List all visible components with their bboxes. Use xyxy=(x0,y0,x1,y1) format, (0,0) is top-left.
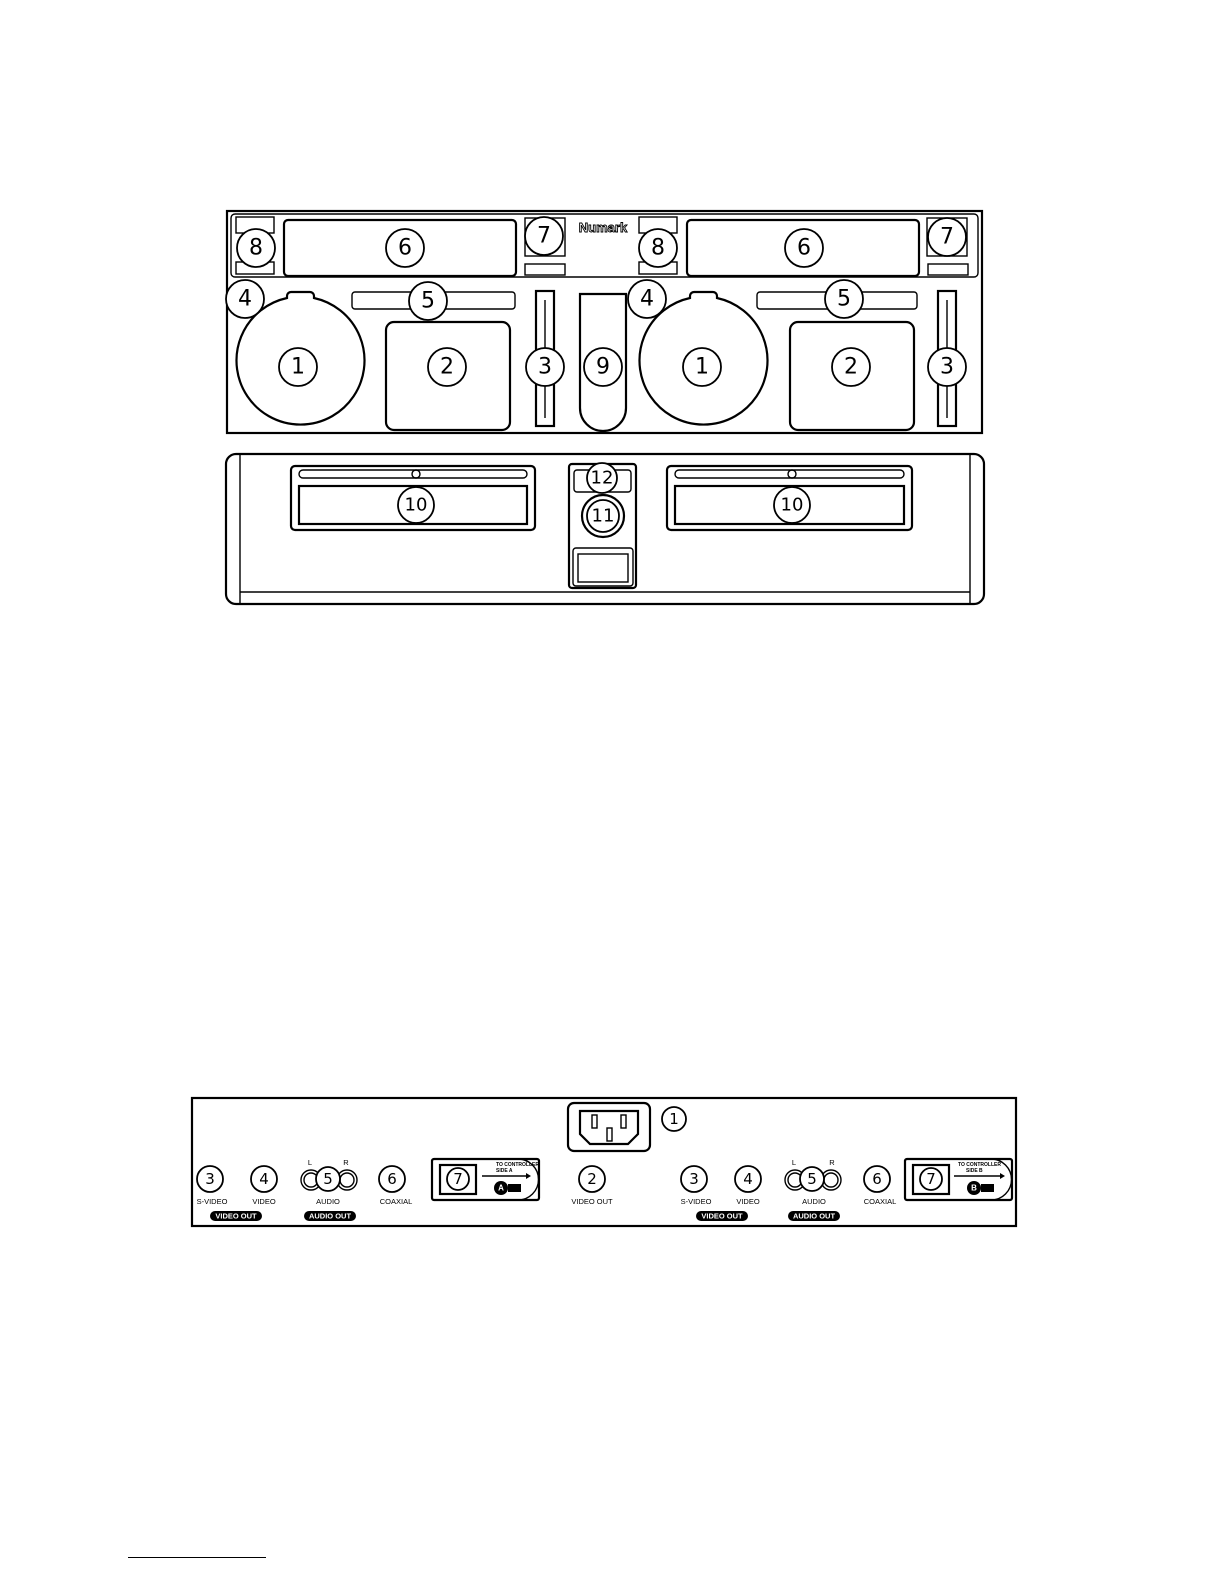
svg-text:5: 5 xyxy=(807,1170,817,1188)
callout-8-left: 8 xyxy=(237,229,275,267)
svg-text:8: 8 xyxy=(249,236,263,261)
label-coaxial-right: COAXIAL xyxy=(864,1197,897,1206)
callout-8-right: 8 xyxy=(639,229,677,267)
brand-logo: Numark xyxy=(579,220,628,235)
callout-4-right: 4 xyxy=(628,280,666,318)
callout-2-left: 2 xyxy=(428,348,466,386)
callout-12: 12 xyxy=(587,463,617,493)
svg-text:3: 3 xyxy=(538,355,552,380)
callout-9: 9 xyxy=(584,348,622,386)
rear-callout-7-left: 7 xyxy=(447,1168,469,1190)
callout-3-right: 3 xyxy=(928,348,966,386)
label-video-left: VIDEO xyxy=(252,1197,276,1206)
label-audio-left: AUDIO xyxy=(316,1197,340,1206)
svg-text:6: 6 xyxy=(398,236,412,261)
svg-text:2: 2 xyxy=(440,355,454,380)
label-s-video-right: S-VIDEO xyxy=(681,1197,712,1206)
svg-text:5: 5 xyxy=(323,1170,333,1188)
svg-text:VIDEO OUT: VIDEO OUT xyxy=(215,1212,257,1221)
svg-text:10: 10 xyxy=(405,495,428,516)
rear-panel: 1 3 S-VIDEO VIDEO4 VIDEO L R 5 AUDIO 6 C… xyxy=(192,1098,1016,1226)
svg-text:3: 3 xyxy=(940,355,954,380)
rear-callout-2: 2 xyxy=(579,1166,605,1192)
callout-6-right: 6 xyxy=(785,229,823,267)
callout-6-left: 6 xyxy=(386,229,424,267)
pill-audio-out-left: AUDIO OUT xyxy=(304,1211,356,1221)
label-l-right: L xyxy=(792,1158,796,1167)
callout-7-left: 7 xyxy=(525,217,563,255)
transport-unit: 10 10 12 11 xyxy=(226,454,984,604)
rear-callout-6-right: 6 xyxy=(864,1166,890,1192)
label-audio-right: AUDIO xyxy=(802,1197,826,1206)
label-l-left: L xyxy=(308,1158,312,1167)
svg-text:10: 10 xyxy=(781,495,804,516)
svg-text:8: 8 xyxy=(651,236,665,261)
svg-text:4: 4 xyxy=(259,1170,269,1188)
svg-text:2: 2 xyxy=(587,1170,597,1188)
label-video-right: VIDEO xyxy=(736,1197,760,1206)
pill-audio-out-right: AUDIO OUT xyxy=(788,1211,840,1221)
callout-10-right: 10 xyxy=(774,487,810,523)
svg-text:A: A xyxy=(498,1184,504,1193)
svg-text:7: 7 xyxy=(940,225,954,250)
svg-text:VIDEO OUT: VIDEO OUT xyxy=(701,1212,743,1221)
callout-4-left: 4 xyxy=(226,280,264,318)
callout-1-right: 1 xyxy=(683,348,721,386)
label-s-video-left: S-VIDEO xyxy=(197,1197,228,1206)
controller-a-text-2: SIDE A xyxy=(496,1168,513,1174)
footnote-rule xyxy=(128,1557,266,1558)
svg-text:7: 7 xyxy=(926,1170,936,1188)
pill-video-out-right: VIDEO OUT xyxy=(696,1211,748,1221)
svg-text:2: 2 xyxy=(844,355,858,380)
svg-text:1: 1 xyxy=(695,355,709,380)
rear-callout-5-right: 5 xyxy=(800,1167,824,1191)
rear-callout-7-right: 7 xyxy=(920,1168,942,1190)
callout-5-left: 5 xyxy=(409,282,447,320)
svg-text:6: 6 xyxy=(797,236,811,261)
callout-3-left: 3 xyxy=(526,348,564,386)
rear-callout-3-left: 3 xyxy=(197,1166,223,1192)
svg-text:7: 7 xyxy=(453,1170,463,1188)
rear-callout-6-left: 6 xyxy=(379,1166,405,1192)
svg-text:3: 3 xyxy=(205,1170,215,1188)
svg-text:4: 4 xyxy=(238,287,252,312)
svg-text:11: 11 xyxy=(592,506,615,527)
rear-callout-5-left: 5 xyxy=(316,1167,340,1191)
svg-text:AUDIO OUT: AUDIO OUT xyxy=(309,1212,352,1221)
svg-text:AUDIO OUT: AUDIO OUT xyxy=(793,1212,836,1221)
svg-text:4: 4 xyxy=(640,287,654,312)
svg-text:1: 1 xyxy=(291,355,305,380)
callout-11: 11 xyxy=(587,500,619,532)
svg-text:4: 4 xyxy=(743,1170,753,1188)
rear-callout-1: 1 xyxy=(662,1107,686,1131)
callout-2-right: 2 xyxy=(832,348,870,386)
svg-text:12: 12 xyxy=(591,468,614,489)
svg-text:5: 5 xyxy=(837,287,851,312)
label-video-out: VIDEO OUT xyxy=(571,1197,613,1206)
callout-10-left: 10 xyxy=(398,487,434,523)
rear-callout-4-right: 4 xyxy=(735,1166,761,1192)
svg-text:5: 5 xyxy=(421,289,435,314)
callout-5-right: 5 xyxy=(825,280,863,318)
svg-text:7: 7 xyxy=(537,224,551,249)
callout-7-right: 7 xyxy=(928,218,966,256)
label-coaxial-left: COAXIAL xyxy=(380,1197,413,1206)
svg-text:1: 1 xyxy=(669,1110,679,1128)
svg-text:6: 6 xyxy=(387,1170,397,1188)
left-small-bar xyxy=(525,264,565,275)
front-control-panel: Numark 8 6 7 8 6 7 4 5 4 5 1 2 3 9 xyxy=(226,211,982,433)
svg-text:B: B xyxy=(971,1184,977,1193)
rear-callout-3-right: 3 xyxy=(681,1166,707,1192)
controller-b-text-2: SIDE B xyxy=(966,1168,983,1174)
label-r-left: R xyxy=(343,1158,349,1167)
callout-1-left: 1 xyxy=(279,348,317,386)
pill-video-out-left: VIDEO OUT xyxy=(210,1211,262,1221)
svg-text:9: 9 xyxy=(596,355,610,380)
svg-text:6: 6 xyxy=(872,1170,882,1188)
svg-text:3: 3 xyxy=(689,1170,699,1188)
right-small-bar xyxy=(928,264,968,275)
label-r-right: R xyxy=(829,1158,835,1167)
